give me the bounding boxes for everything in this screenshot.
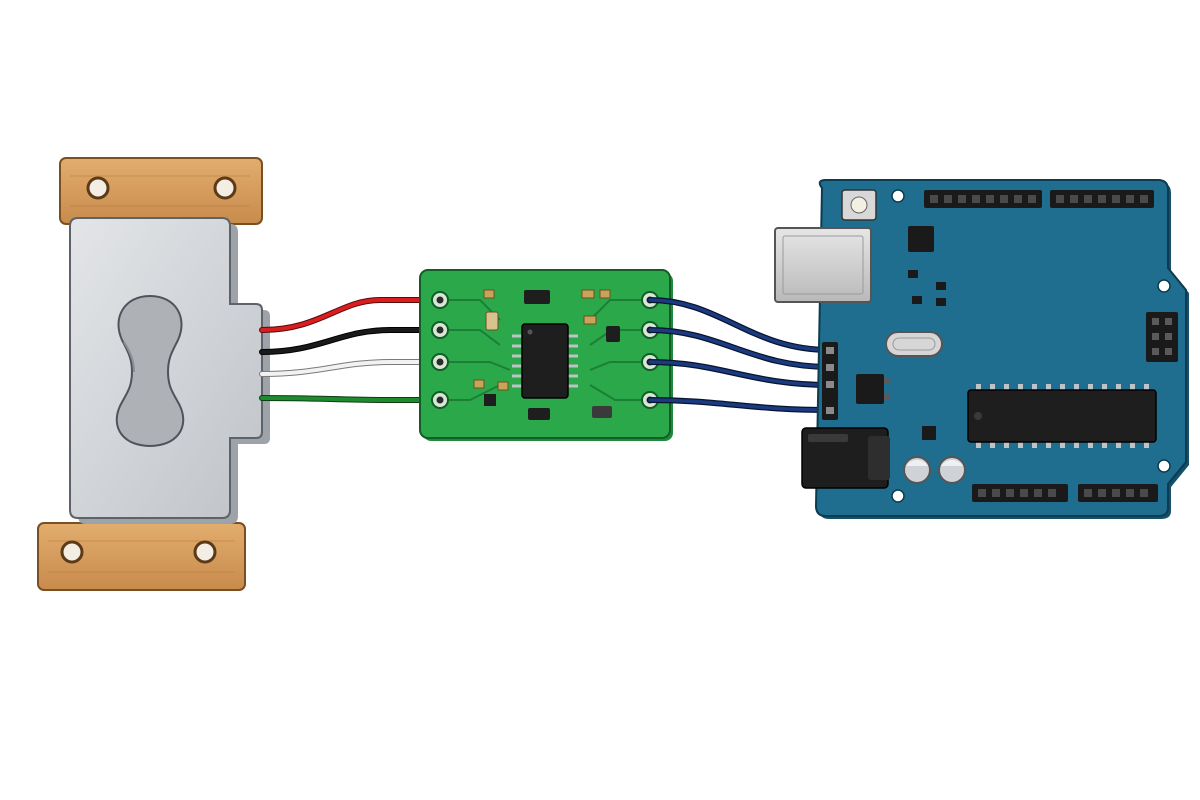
mount-hole	[1157, 459, 1171, 473]
power-jack	[801, 427, 890, 489]
mount-hole	[891, 189, 905, 203]
analog-header-bottom	[1078, 484, 1158, 502]
usb-connector	[774, 227, 872, 303]
load-cell	[37, 157, 270, 591]
digital-header-top-left	[924, 190, 1042, 208]
keyhole-slot	[115, 294, 185, 448]
amp-input-pads	[431, 291, 449, 409]
mount-hole	[891, 489, 905, 503]
digital-header-top-right	[1050, 190, 1154, 208]
mount-hole	[213, 176, 237, 200]
load-cell-body	[69, 217, 270, 524]
mount-hole	[86, 176, 110, 200]
smd-components	[473, 289, 620, 420]
mount-hole	[1157, 279, 1171, 293]
microcontroller-chip	[967, 384, 1157, 448]
top-wood-mount	[59, 157, 263, 225]
microcontroller-board	[774, 179, 1189, 519]
board-smd-components	[856, 226, 946, 440]
icsp-header	[1146, 312, 1178, 362]
amplifier-board	[419, 269, 673, 441]
power-header-bottom	[972, 484, 1068, 502]
reset-button	[841, 189, 877, 221]
crystal-oscillator	[885, 331, 943, 357]
bottom-wood-mount	[37, 522, 246, 591]
amplifier-ic	[512, 323, 578, 399]
mount-hole	[193, 540, 217, 564]
wire-connector-header	[822, 342, 838, 420]
sensor-wires	[259, 297, 443, 403]
capacitors	[903, 456, 966, 484]
controller-wires	[647, 297, 833, 413]
mount-hole	[60, 540, 84, 564]
